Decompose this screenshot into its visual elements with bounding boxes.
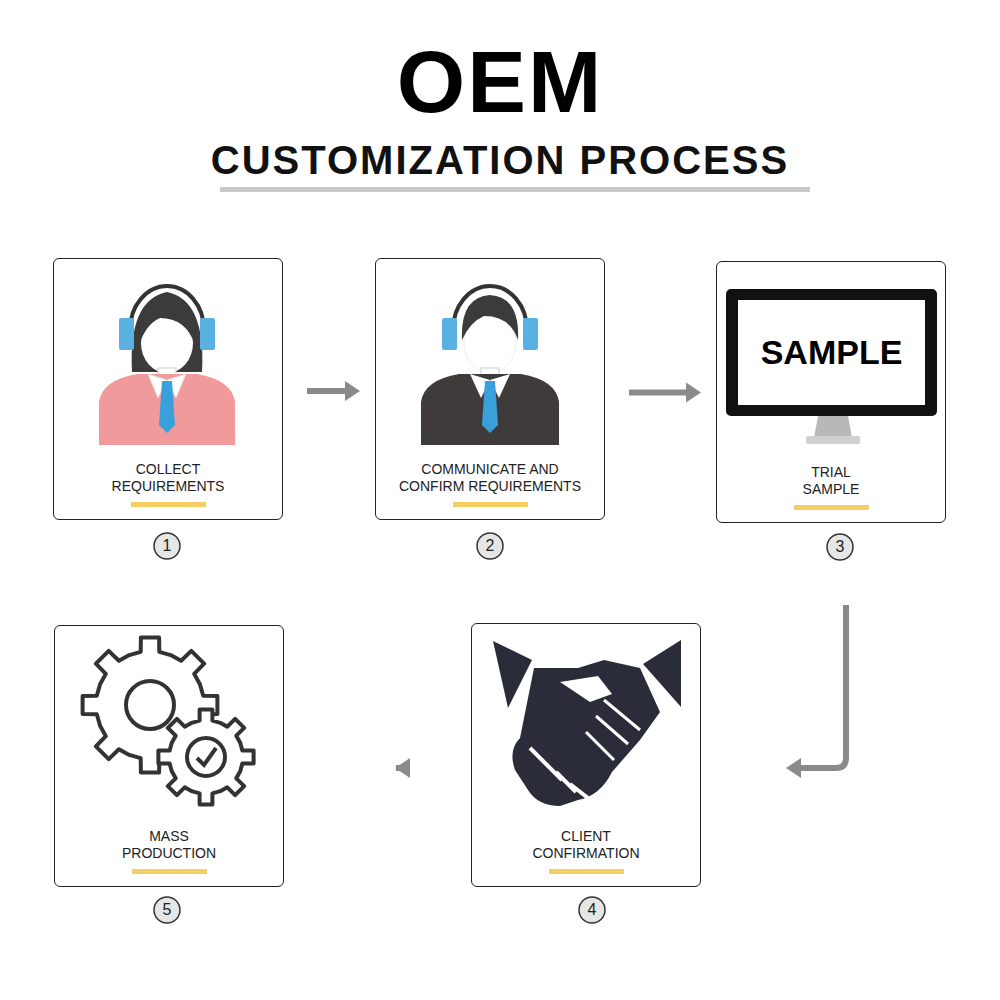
- callout-number: 4: [580, 901, 604, 919]
- small-gear: [158, 709, 253, 804]
- callout-circles: [154, 533, 853, 923]
- arrow-shaft: [629, 390, 689, 396]
- underline-bar: [131, 502, 206, 507]
- subtitle: CUSTOMIZATION PROCESS: [0, 140, 1000, 180]
- process-box: COLLECT REQUIREMENTS: [53, 258, 283, 520]
- process-box: COMMUNICATE AND CONFIRM REQUIREMENTS: [375, 258, 605, 520]
- step-label: COLLECT REQUIREMENTS: [103, 461, 233, 495]
- large-gear-hub: [126, 681, 174, 729]
- underline-bar: [549, 869, 624, 874]
- step-label: TRIAL SAMPLE: [791, 464, 871, 498]
- flow-arrow: [629, 383, 701, 403]
- monitor-icon: [726, 289, 937, 444]
- arrow-shaft: [798, 605, 846, 768]
- title: OEM: [0, 38, 1000, 126]
- arrow-head: [686, 383, 701, 403]
- screen-text: SAMPLE: [738, 335, 925, 369]
- check-mark: [197, 748, 216, 765]
- gears-icon: [83, 638, 254, 805]
- flow-arrow: [395, 758, 410, 778]
- underline-bar: [794, 505, 869, 510]
- callout-number: 2: [478, 537, 502, 555]
- handshake-icon: [493, 640, 681, 806]
- callout-number: 1: [155, 537, 179, 555]
- process-box: MASS PRODUCTION: [54, 625, 284, 887]
- process-box: CLIENT CONFIRMATION: [471, 623, 701, 887]
- callout-number: 3: [828, 538, 852, 556]
- step-label: CLIENT CONFIRMATION: [516, 828, 656, 862]
- arrow-head: [395, 758, 410, 778]
- title-underline: [220, 187, 810, 192]
- agent-male-icon: [421, 286, 559, 445]
- underline-bar: [453, 502, 528, 507]
- flow-arrow: [307, 381, 360, 401]
- flow-arrow: [786, 605, 846, 778]
- arrow-shaft: [307, 388, 348, 394]
- underline-bar: [132, 869, 207, 874]
- arrow-head: [345, 381, 360, 401]
- agent-female-icon: [99, 286, 235, 445]
- arrow-head: [786, 758, 801, 778]
- process-box: TRIAL SAMPLE: [716, 261, 946, 523]
- step-label: COMMUNICATE AND CONFIRM REQUIREMENTS: [388, 461, 593, 495]
- callout-number: 5: [155, 901, 179, 919]
- small-gear-hub: [187, 738, 225, 776]
- step-label: MASS PRODUCTION: [109, 828, 229, 862]
